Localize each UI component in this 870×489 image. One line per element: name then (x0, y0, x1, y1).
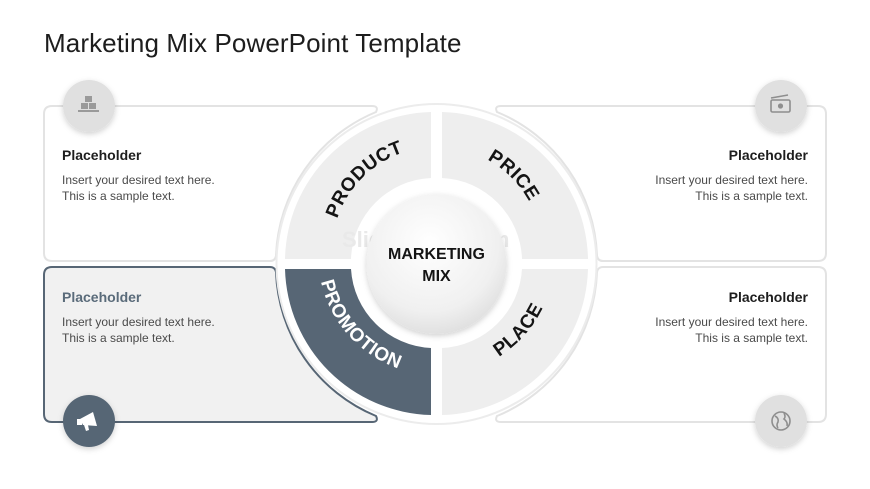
card-heading: Placeholder (728, 147, 808, 163)
card-text-top-right: Placeholder Insert your desired text her… (608, 147, 808, 204)
center-label-line1: MARKETING (388, 246, 485, 263)
card-text-bottom-left: Placeholder Insert your desired text her… (62, 289, 262, 346)
card-text-top-left: Placeholder Insert your desired text her… (62, 147, 262, 204)
segment-product[interactable] (285, 112, 431, 259)
boxes-icon (63, 80, 115, 132)
megaphone-icon[interactable] (63, 395, 115, 447)
card-body-line2: This is a sample text. (695, 189, 808, 203)
outer-ring (275, 103, 598, 425)
card-body-line1: Insert your desired text here. (655, 173, 808, 187)
card-heading: Placeholder (62, 147, 142, 163)
money-icon (755, 80, 807, 132)
card-body-line2: This is a sample text. (62, 189, 175, 203)
segment-promotion[interactable] (285, 269, 431, 415)
card-heading: Placeholder (62, 289, 142, 305)
center-label-line2: MIX (422, 268, 451, 285)
card-body-line2: This is a sample text. (695, 331, 808, 345)
segment-place[interactable] (442, 269, 588, 415)
card-body-line2: This is a sample text. (62, 331, 175, 345)
card-body-line1: Insert your desired text here. (62, 173, 215, 187)
card-body-line1: Insert your desired text here. (655, 315, 808, 329)
card-heading: Placeholder (728, 289, 808, 305)
slide-title: Marketing Mix PowerPoint Template (44, 28, 462, 58)
globe-icon (755, 395, 807, 447)
center-circle (366, 194, 507, 334)
segment-price[interactable] (442, 112, 588, 259)
card-text-bottom-right: Placeholder Insert your desired text her… (608, 289, 808, 346)
card-body-line1: Insert your desired text here. (62, 315, 215, 329)
